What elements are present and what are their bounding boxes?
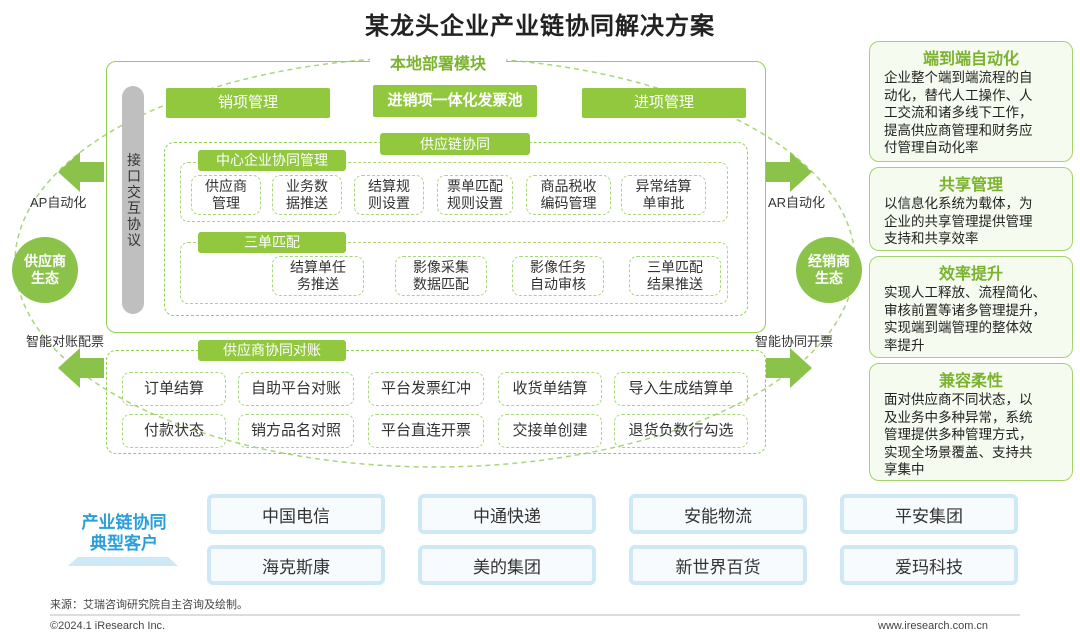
supplier-recon-box — [106, 350, 766, 454]
panel-compatibility: 兼容柔性 面对供应商不同状态，以及业务中多种异常，系统管理提供多种管理方式， 实现… — [869, 363, 1073, 481]
customer-card: 中通快递 — [418, 494, 596, 534]
recon-item: 销方品名对照 — [238, 414, 354, 448]
recon-item: 订单结算 — [122, 372, 226, 406]
three-match-item: 影像任务 自动审核 — [512, 256, 604, 296]
distributor-ecosystem-circle: 经销商 生态 — [796, 237, 862, 303]
panel-text-line: 企业整个端到端流程的自 — [884, 70, 1033, 85]
recon-item: 平台发票红冲 — [368, 372, 484, 406]
right-arrow-top-icon — [766, 152, 812, 192]
panel-text-line: 审核前置等诸多管理提升， — [884, 302, 1046, 318]
customer-card: 海克斯康 — [207, 545, 385, 585]
three-match-box — [180, 242, 728, 304]
three-match-item: 结算单任 务推送 — [272, 256, 364, 296]
supplier-ecosystem-circle: 供应商 生态 — [12, 237, 78, 303]
panel-text-line: 提高供应商管理和财务应 — [884, 122, 1033, 138]
recon-item: 收货单结算 — [498, 372, 602, 406]
panel-text-line: 率提升 — [884, 337, 925, 353]
panel-text-line: 实现端到端管理的整体效 — [884, 320, 1033, 335]
panel-text-line: 动化，替代人工操作、人 — [884, 87, 1033, 103]
panel-text-line: 企业的共享管理提供管理 — [884, 213, 1033, 229]
output-invoice-button[interactable]: 销项管理 — [166, 88, 330, 118]
three-match-label: 三单匹配 — [198, 232, 346, 253]
invoice-pool-button[interactable]: 进销项一体化发票池 — [373, 85, 537, 117]
panel-title: 效率提升 — [938, 266, 1003, 283]
panel-title: 兼容柔性 — [938, 373, 1003, 390]
customer-card: 中国电信 — [207, 494, 385, 534]
panel-text-line: 及业务中多种异常，系统 — [884, 409, 1033, 425]
recon-item: 退货负数行勾选 — [614, 414, 748, 448]
recon-item: 付款状态 — [122, 414, 226, 448]
page-title: 某龙头企业产业链协同解决方案 — [365, 13, 715, 40]
center-mgmt-item: 结算规 则设置 — [354, 175, 424, 215]
ar-automation-label: AR自动化 — [768, 195, 826, 210]
left-arrow-top-icon — [58, 152, 104, 192]
copyright: ©2024.1 iResearch Inc. — [50, 620, 166, 632]
customer-card: 安能物流 — [629, 494, 807, 534]
panel-text-line: 付管理自动化率 — [884, 140, 979, 155]
customer-pedestal — [68, 557, 178, 566]
center-mgmt-item: 异常结算 单审批 — [621, 175, 706, 215]
website-url: www.iresearch.com.cn — [878, 620, 989, 632]
panel-text-line: 以信息化系统为载体，为 — [884, 196, 1033, 211]
left-arrow-bottom-icon — [58, 348, 104, 388]
panel-title: 端到端自动化 — [922, 51, 1019, 68]
center-mgmt-item: 供应商 管理 — [191, 175, 261, 215]
center-mgmt-label: 中心企业协同管理 — [198, 150, 346, 171]
panel-text-line: 面对供应商不同状态，以 — [884, 392, 1033, 407]
input-invoice-button[interactable]: 进项管理 — [582, 88, 746, 118]
panel-text-line: 实现全场景覆盖、支持共 — [884, 444, 1033, 460]
local-module-header: 本地部署模块 — [370, 50, 506, 74]
customer-card: 爱玛科技 — [840, 545, 1018, 585]
customer-card: 美的集团 — [418, 545, 596, 585]
recon-item: 导入生成结算单 — [614, 372, 748, 406]
smart-invoicing-label: 智能协同开票 — [755, 334, 834, 349]
recon-item: 平台直连开票 — [368, 414, 484, 448]
center-mgmt-item: 商品税收 编码管理 — [526, 175, 611, 215]
supplier-recon-label: 供应商协同对账 — [198, 340, 346, 361]
three-match-item: 影像采集 数据匹配 — [395, 256, 487, 296]
panel-end-to-end: 端到端自动化 企业整个端到端流程的自动化，替代人工操作、人工交流和诸多线下工作，… — [869, 41, 1073, 162]
supply-chain-header: 供应链协同 — [380, 133, 530, 155]
center-mgmt-box — [180, 162, 728, 222]
smart-reconciliation-label: 智能对账配票 — [26, 334, 105, 349]
panel-text-line: 实现人工释放、流程简化、 — [884, 285, 1046, 300]
center-mgmt-item: 业务数 据推送 — [272, 175, 342, 215]
customer-card: 平安集团 — [840, 494, 1018, 534]
ap-automation-label: AP自动化 — [30, 195, 87, 210]
panel-text-line: 享集中 — [884, 462, 925, 477]
source-note: 来源：艾瑞咨询研究院自主咨询及绘制。 — [50, 599, 248, 611]
three-match-item: 三单匹配 结果推送 — [629, 256, 721, 296]
panel-shared-mgmt: 共享管理 以信息化系统为载体，为企业的共享管理提供管理支持和共享效率 — [869, 167, 1073, 251]
customers-label: 产业链协同 典型客户 — [81, 513, 167, 553]
panel-title: 共享管理 — [938, 177, 1003, 194]
panel-text-line: 工交流和诸多线下工作， — [884, 105, 1033, 120]
right-arrow-bottom-icon — [766, 348, 812, 388]
recon-item: 自助平台对账 — [238, 372, 354, 406]
panel-efficiency: 效率提升 实现人工释放、流程简化、审核前置等诸多管理提升， 实现端到端管理的整体效… — [869, 256, 1073, 358]
interface-protocol-label: 接口交互协议 — [127, 152, 141, 248]
panel-text-line: 支持和共享效率 — [884, 231, 979, 246]
interface-protocol-bar — [122, 86, 144, 314]
center-mgmt-item: 票单匹配 规则设置 — [437, 175, 513, 215]
customer-card: 新世界百货 — [629, 545, 807, 585]
panel-text-line: 管理提供多种管理方式， — [884, 427, 1033, 442]
recon-item: 交接单创建 — [498, 414, 602, 448]
